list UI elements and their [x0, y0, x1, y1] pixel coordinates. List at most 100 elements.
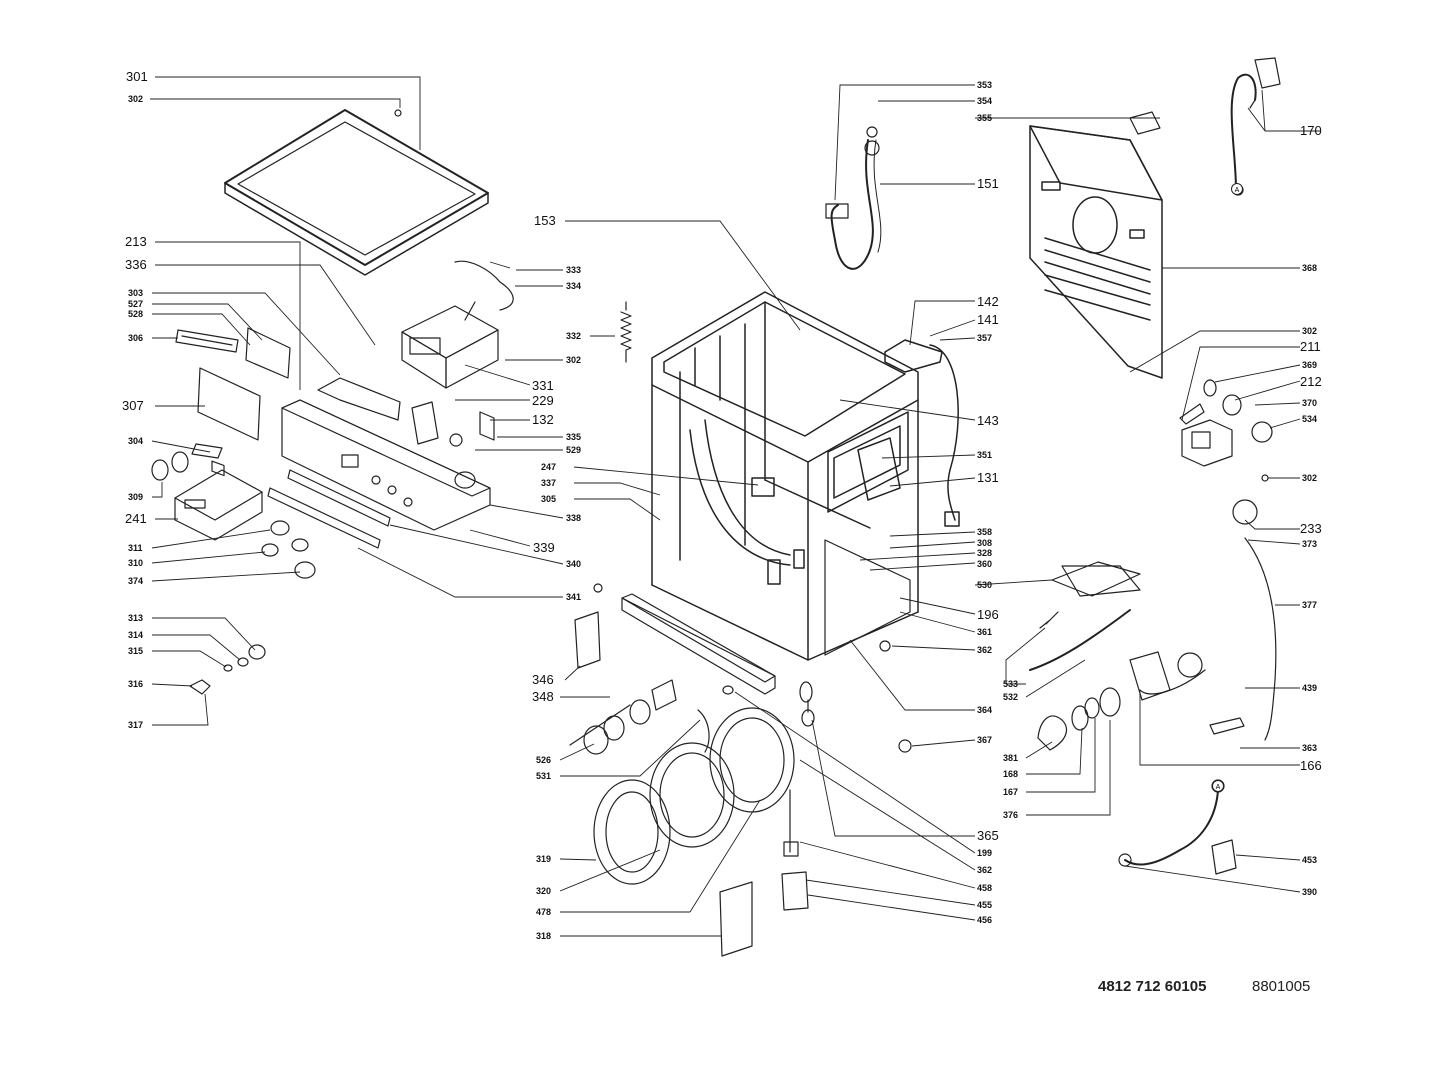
part-label-534: 534 — [1302, 414, 1318, 424]
part-label-142: 142 — [977, 294, 999, 309]
part-label-365: 365 — [977, 828, 999, 843]
leader-lines — [150, 76, 1320, 937]
part-label-364: 364 — [977, 705, 993, 715]
part-label-333: 333 — [566, 265, 582, 275]
part-label-131: 131 — [977, 470, 999, 485]
part-label-381: 381 — [1003, 753, 1019, 763]
part-label-357: 357 — [977, 333, 993, 343]
part-label-362b: 362 — [977, 865, 993, 875]
part-label-337: 337 — [541, 478, 557, 488]
part-label-533: 533 — [1003, 679, 1019, 689]
part-label-311: 311 — [128, 543, 143, 553]
part-label-247: 247 — [541, 462, 557, 472]
part-label-301: 301 — [126, 69, 148, 84]
part-label-302: 302 — [128, 94, 144, 104]
part-label-320: 320 — [536, 886, 552, 896]
pump-assembly — [1029, 565, 1245, 751]
part-label-529: 529 — [566, 445, 582, 455]
motor-parts — [1179, 379, 1273, 525]
part-label-455: 455 — [977, 900, 993, 910]
document-code: 4812 712 60105 — [1098, 978, 1207, 995]
part-label-368: 368 — [1302, 263, 1318, 273]
part-label-167: 167 — [1003, 787, 1019, 797]
bottom-rail — [574, 583, 776, 695]
part-label-316: 316 — [128, 679, 144, 689]
part-label-351: 351 — [977, 450, 993, 460]
damper — [781, 681, 815, 911]
part-label-369: 369 — [1302, 360, 1318, 370]
part-label-367: 367 — [977, 735, 993, 745]
part-label-478: 478 — [536, 907, 552, 917]
part-label-212: 212 — [1300, 374, 1322, 389]
door-assembly — [569, 679, 795, 957]
part-label-373: 373 — [1302, 539, 1318, 549]
part-label-199: 199 — [977, 848, 993, 858]
part-label-306: 306 — [128, 333, 144, 343]
part-label-527: 527 — [128, 299, 144, 309]
part-label-376: 376 — [1003, 810, 1019, 820]
part-label-170: 170 — [1300, 123, 1322, 138]
part-label-315: 315 — [128, 646, 144, 656]
part-label-390: 390 — [1302, 887, 1318, 897]
part-label-331: 331 — [532, 378, 554, 393]
part-label-132: 132 — [532, 412, 554, 427]
cabinet-body — [651, 291, 960, 661]
part-label-336: 336 — [125, 257, 147, 272]
part-label-141: 141 — [977, 312, 999, 327]
part-label-314: 314 — [128, 630, 144, 640]
svg-text:A: A — [1216, 784, 1221, 791]
part-label-526: 526 — [536, 755, 552, 765]
part-label-310: 310 — [128, 558, 144, 568]
connector-marks: A A — [1212, 183, 1243, 792]
part-label-458: 458 — [977, 883, 993, 893]
part-label-302c: 302 — [1302, 326, 1318, 336]
part-label-307: 307 — [122, 398, 144, 413]
part-label-453: 453 — [1302, 855, 1318, 865]
clip-part — [1129, 111, 1161, 135]
connector-a-bottom — [1212, 780, 1224, 792]
part-label-317: 317 — [128, 720, 144, 730]
part-label-530: 530 — [977, 580, 993, 590]
part-label-334: 334 — [566, 281, 582, 291]
part-label-528: 528 — [128, 309, 144, 319]
part-label-303: 303 — [128, 288, 144, 298]
part-label-532: 532 — [1003, 692, 1019, 702]
part-label-531: 531 — [536, 771, 552, 781]
part-label-151: 151 — [977, 176, 999, 191]
part-label-439: 439 — [1302, 683, 1318, 693]
part-label-328: 328 — [977, 548, 993, 558]
part-label-196: 196 — [977, 607, 999, 622]
part-label-166: 166 — [1300, 758, 1322, 773]
part-label-360: 360 — [977, 559, 993, 569]
spring — [620, 301, 632, 363]
svg-text:A: A — [1235, 187, 1240, 194]
part-label-153: 153 — [534, 213, 556, 228]
part-label-309: 309 — [128, 492, 144, 502]
inlet-hose — [825, 126, 882, 270]
part-label-335: 335 — [566, 432, 582, 442]
connector-a-top — [1231, 183, 1243, 195]
part-label-363: 363 — [1302, 743, 1318, 753]
part-label-211: 211 — [1300, 339, 1321, 354]
part-label-319: 319 — [536, 854, 552, 864]
part-label-229: 229 — [532, 393, 554, 408]
part-label-370: 370 — [1302, 398, 1318, 408]
part-label-313: 313 — [128, 613, 144, 623]
part-label-362a: 362 — [977, 645, 993, 655]
revision-code: 8801005 — [1252, 978, 1311, 995]
drain-hose — [1118, 779, 1237, 875]
part-label-340: 340 — [566, 559, 582, 569]
part-label-354: 354 — [977, 96, 993, 106]
part-label-305: 305 — [541, 494, 557, 504]
part-label-143: 143 — [977, 413, 999, 428]
rear-panel — [1029, 125, 1163, 379]
part-label-233: 233 — [1300, 521, 1322, 536]
part-label-302d: 302 — [1302, 473, 1318, 483]
part-label-358: 358 — [977, 527, 993, 537]
part-label-341: 341 — [566, 592, 582, 602]
part-label-377: 377 — [1302, 600, 1318, 610]
part-label-302b: 302 — [566, 355, 582, 365]
hose-170 — [1230, 57, 1281, 196]
tray-530 — [1051, 561, 1141, 597]
